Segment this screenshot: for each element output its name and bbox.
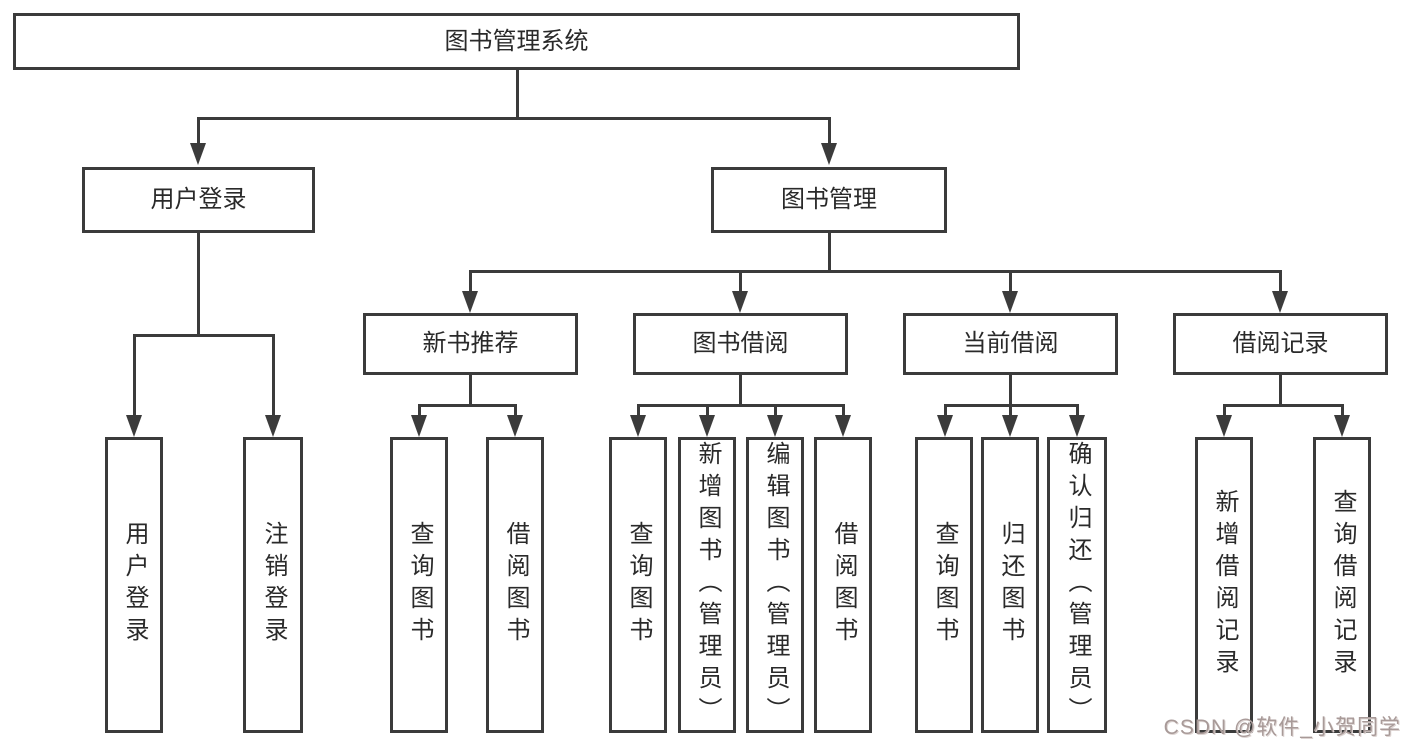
connector-line <box>1076 404 1079 417</box>
connector-line <box>828 233 831 272</box>
node-borrow-records: 借阅记录 <box>1173 313 1388 375</box>
leaf-bb-edit-books-admin: 编辑图书（管理员） <box>746 437 804 733</box>
connector-line <box>516 70 519 118</box>
arrowhead-down-icon <box>630 415 646 437</box>
connector-line <box>133 334 136 418</box>
connector-line <box>739 270 742 293</box>
arrowhead-down-icon <box>1272 291 1288 313</box>
arrowhead-down-icon <box>937 415 953 437</box>
leaf-br-query-record: 查询借阅记录 <box>1313 437 1371 733</box>
connector-line <box>739 375 742 406</box>
leaf-cb-query-books: 查询图书 <box>915 437 973 733</box>
arrowhead-down-icon <box>1069 415 1085 437</box>
csdn-watermark: CSDN @软件_小贺同学 <box>1163 716 1401 739</box>
connector-line <box>1223 404 1344 407</box>
node-current-borrow: 当前借阅 <box>903 313 1118 375</box>
arrowhead-down-icon <box>767 415 783 437</box>
leaf-user-login: 用户登录 <box>105 437 163 733</box>
arrowhead-down-icon <box>1002 415 1018 437</box>
connector-line <box>469 270 1282 273</box>
connector-line <box>637 404 640 417</box>
arrowhead-down-icon <box>1002 291 1018 313</box>
node-new-book-recommend: 新书推荐 <box>363 313 578 375</box>
arrowhead-down-icon <box>190 143 206 165</box>
leaf-bb-query-books: 查询图书 <box>609 437 667 733</box>
node-book-management: 图书管理 <box>711 167 947 233</box>
connector-line <box>1223 404 1226 417</box>
leaf-nb-query-books: 查询图书 <box>390 437 448 733</box>
leaf-br-add-record: 新增借阅记录 <box>1195 437 1253 733</box>
connector-line <box>197 117 831 120</box>
connector-line <box>133 334 275 337</box>
connector-line <box>1279 270 1282 293</box>
leaf-cb-return-books: 归还图书 <box>981 437 1039 733</box>
arrowhead-down-icon <box>265 415 281 437</box>
connector-line <box>944 404 947 417</box>
arrowhead-down-icon <box>126 415 142 437</box>
connector-line <box>469 375 472 406</box>
arrowhead-down-icon <box>1216 415 1232 437</box>
arrowhead-down-icon <box>699 415 715 437</box>
arrowhead-down-icon <box>462 291 478 313</box>
leaf-cb-confirm-return-admin: 确认归还（管理员） <box>1047 437 1107 733</box>
leaf-logout: 注销登录 <box>243 437 303 733</box>
node-root: 图书管理系统 <box>13 13 1020 70</box>
connector-line <box>418 404 421 417</box>
node-book-borrow: 图书借阅 <box>633 313 848 375</box>
connector-line <box>197 233 200 336</box>
connector-line <box>842 404 845 417</box>
connector-line <box>197 117 200 145</box>
connector-line <box>418 404 517 407</box>
leaf-bb-borrow-books: 借阅图书 <box>814 437 872 733</box>
leaf-nb-borrow-books: 借阅图书 <box>486 437 544 733</box>
leaf-bb-add-books-admin: 新增图书（管理员） <box>678 437 736 733</box>
arrowhead-down-icon <box>835 415 851 437</box>
connector-line <box>706 404 709 417</box>
arrowhead-down-icon <box>411 415 427 437</box>
connector-line <box>828 117 831 145</box>
node-user-login: 用户登录 <box>82 167 315 233</box>
connector-line <box>1279 375 1282 406</box>
arrowhead-down-icon <box>732 291 748 313</box>
connector-line <box>469 270 472 293</box>
connector-line <box>1009 375 1012 406</box>
arrowhead-down-icon <box>821 143 837 165</box>
connector-line <box>272 334 275 418</box>
connector-line <box>774 404 777 417</box>
arrowhead-down-icon <box>1334 415 1350 437</box>
arrowhead-down-icon <box>507 415 523 437</box>
connector-line <box>637 404 844 407</box>
connector-line <box>1009 270 1012 293</box>
connector-line <box>1009 404 1012 417</box>
connector-line <box>514 404 517 417</box>
connector-line <box>1341 404 1344 417</box>
